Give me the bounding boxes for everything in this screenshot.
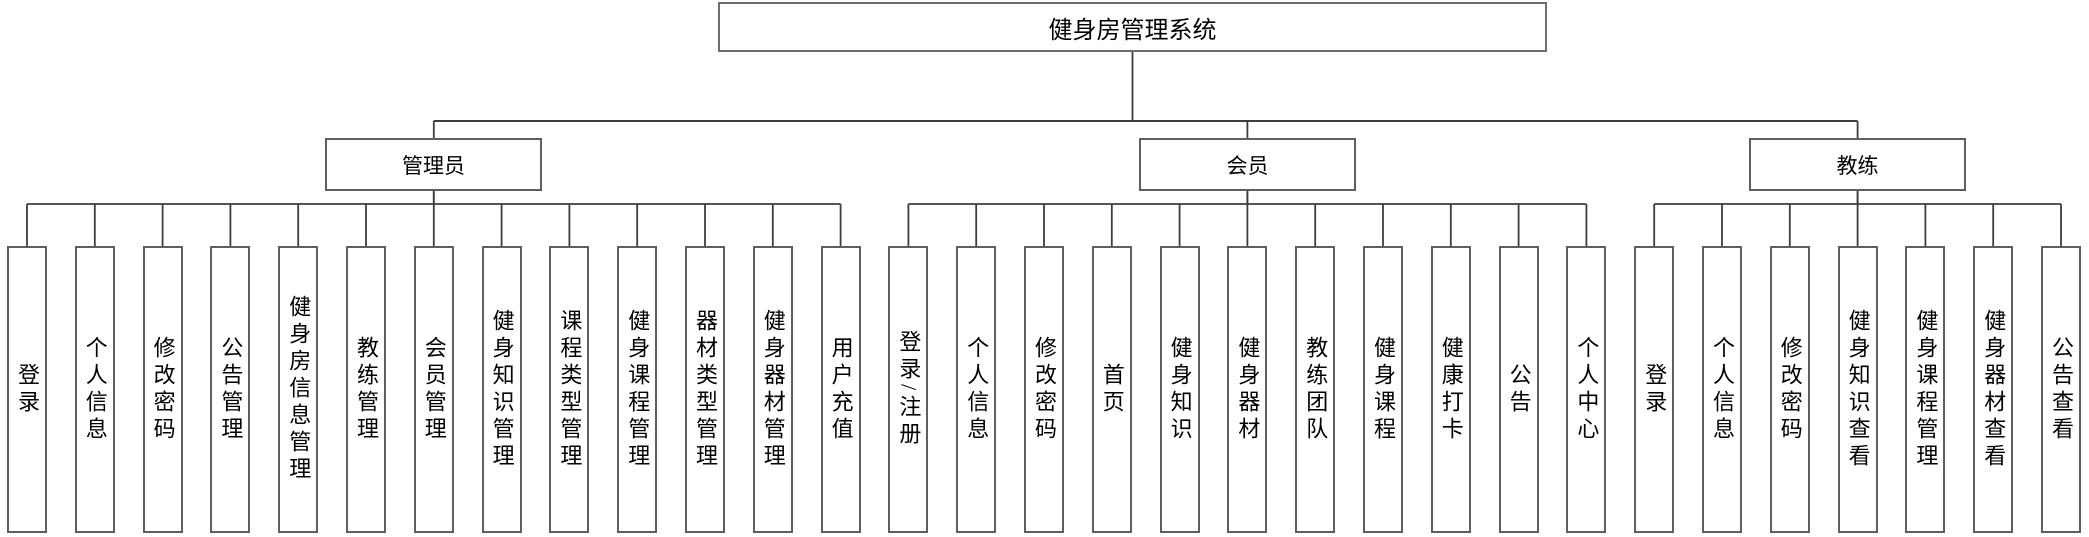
- leaf-label: 个人中心: [1574, 335, 1600, 444]
- leaf-label: 公告查看: [2049, 335, 2074, 444]
- leaf-label: 健身器材查看: [1981, 308, 2007, 471]
- leaf-box-admin-5: 教练管理: [346, 246, 386, 533]
- branch-coach: 教练: [1749, 138, 1966, 191]
- leaf-label: 课程类型管理: [557, 308, 583, 471]
- leaf-box-admin-7: 健身知识管理: [481, 246, 522, 533]
- leaf-label: 器材类型管理: [693, 308, 718, 471]
- leaf-box-coach-5: 健身器材查看: [1973, 246, 2014, 533]
- leaf-label: 修改密码: [1777, 335, 1803, 444]
- leaf-box-admin-10: 器材类型管理: [685, 246, 725, 533]
- leaf-box-member-6: 教练团队: [1295, 246, 1336, 533]
- leaf-box-member-8: 健康打卡: [1430, 246, 1471, 533]
- leaf-label: 用户充值: [828, 335, 854, 444]
- leaf-box-admin-0: 登录: [7, 246, 47, 533]
- root-box: 健身房管理系统: [718, 2, 1547, 52]
- leaf-label: 健身房信息管理: [286, 295, 312, 484]
- leaf-box-coach-6: 公告查看: [2041, 246, 2081, 533]
- branch-member-label: 会员: [1226, 153, 1269, 178]
- leaf-label: 登录: [15, 362, 40, 417]
- leaf-label: 修改密码: [1032, 335, 1057, 444]
- leaf-box-coach-1: 个人信息: [1702, 246, 1742, 533]
- leaf-label: 健身知识: [1167, 335, 1193, 444]
- leaf-box-member-10: 个人中心: [1566, 246, 1607, 533]
- leaf-label: 健身课程管理: [625, 308, 651, 471]
- leaf-label: 登录/注册: [896, 329, 922, 450]
- branch-coach-label: 教练: [1836, 153, 1879, 178]
- leaf-label: 会员管理: [421, 335, 447, 444]
- leaf-label: 公告: [1506, 362, 1532, 417]
- leaf-label: 个人信息: [82, 335, 108, 444]
- root-title: 健身房管理系统: [1048, 17, 1217, 44]
- leaf-box-member-9: 公告: [1498, 246, 1539, 533]
- branch-admin-label: 管理员: [402, 153, 465, 178]
- branch-admin: 管理员: [325, 138, 542, 191]
- leaf-label: 健身知识管理: [489, 308, 515, 471]
- leaf-label: 公告管理: [218, 335, 244, 444]
- leaf-box-member-2: 修改密码: [1024, 246, 1064, 533]
- leaf-box-coach-2: 修改密码: [1769, 246, 1810, 533]
- leaf-label: 健身知识查看: [1845, 308, 1871, 471]
- leaf-box-admin-9: 健身课程管理: [617, 246, 658, 533]
- leaf-label: 健身课程管理: [1913, 308, 1939, 471]
- leaf-label: 健身课程: [1371, 335, 1396, 444]
- leaf-label: 登录: [1642, 362, 1668, 417]
- leaf-box-member-7: 健身课程: [1363, 246, 1403, 533]
- leaf-box-admin-1: 个人信息: [74, 246, 115, 533]
- leaf-box-admin-4: 健身房信息管理: [278, 246, 319, 533]
- leaf-box-member-1: 个人信息: [956, 246, 997, 533]
- leaf-box-member-5: 健身器材: [1227, 246, 1268, 533]
- leaf-box-admin-3: 公告管理: [210, 246, 251, 533]
- leaf-box-member-0: 登录/注册: [888, 246, 929, 533]
- leaf-label: 个人信息: [1710, 335, 1735, 444]
- leaf-box-coach-4: 健身课程管理: [1905, 246, 1946, 533]
- leaf-box-member-4: 健身知识: [1159, 246, 1200, 533]
- leaf-label: 首页: [1099, 362, 1125, 417]
- leaf-label: 教练团队: [1303, 335, 1329, 444]
- leaf-box-admin-8: 课程类型管理: [549, 246, 590, 533]
- leaf-box-admin-12: 用户充值: [820, 246, 861, 533]
- leaf-box-coach-0: 登录: [1634, 246, 1675, 533]
- branch-member: 会员: [1139, 138, 1356, 191]
- leaf-label: 修改密码: [150, 335, 176, 444]
- leaf-box-coach-3: 健身知识查看: [1837, 246, 1878, 533]
- leaf-box-member-3: 首页: [1091, 246, 1132, 533]
- leaf-box-admin-11: 健身器材管理: [752, 246, 793, 533]
- leaf-label: 个人信息: [964, 335, 990, 444]
- leaf-box-admin-6: 会员管理: [413, 246, 454, 533]
- leaf-label: 教练管理: [354, 335, 379, 444]
- leaf-label: 健身器材管理: [760, 308, 786, 471]
- leaf-label: 健康打卡: [1438, 335, 1464, 444]
- leaf-label: 健身器材: [1235, 335, 1261, 444]
- leaf-box-admin-2: 修改密码: [142, 246, 183, 533]
